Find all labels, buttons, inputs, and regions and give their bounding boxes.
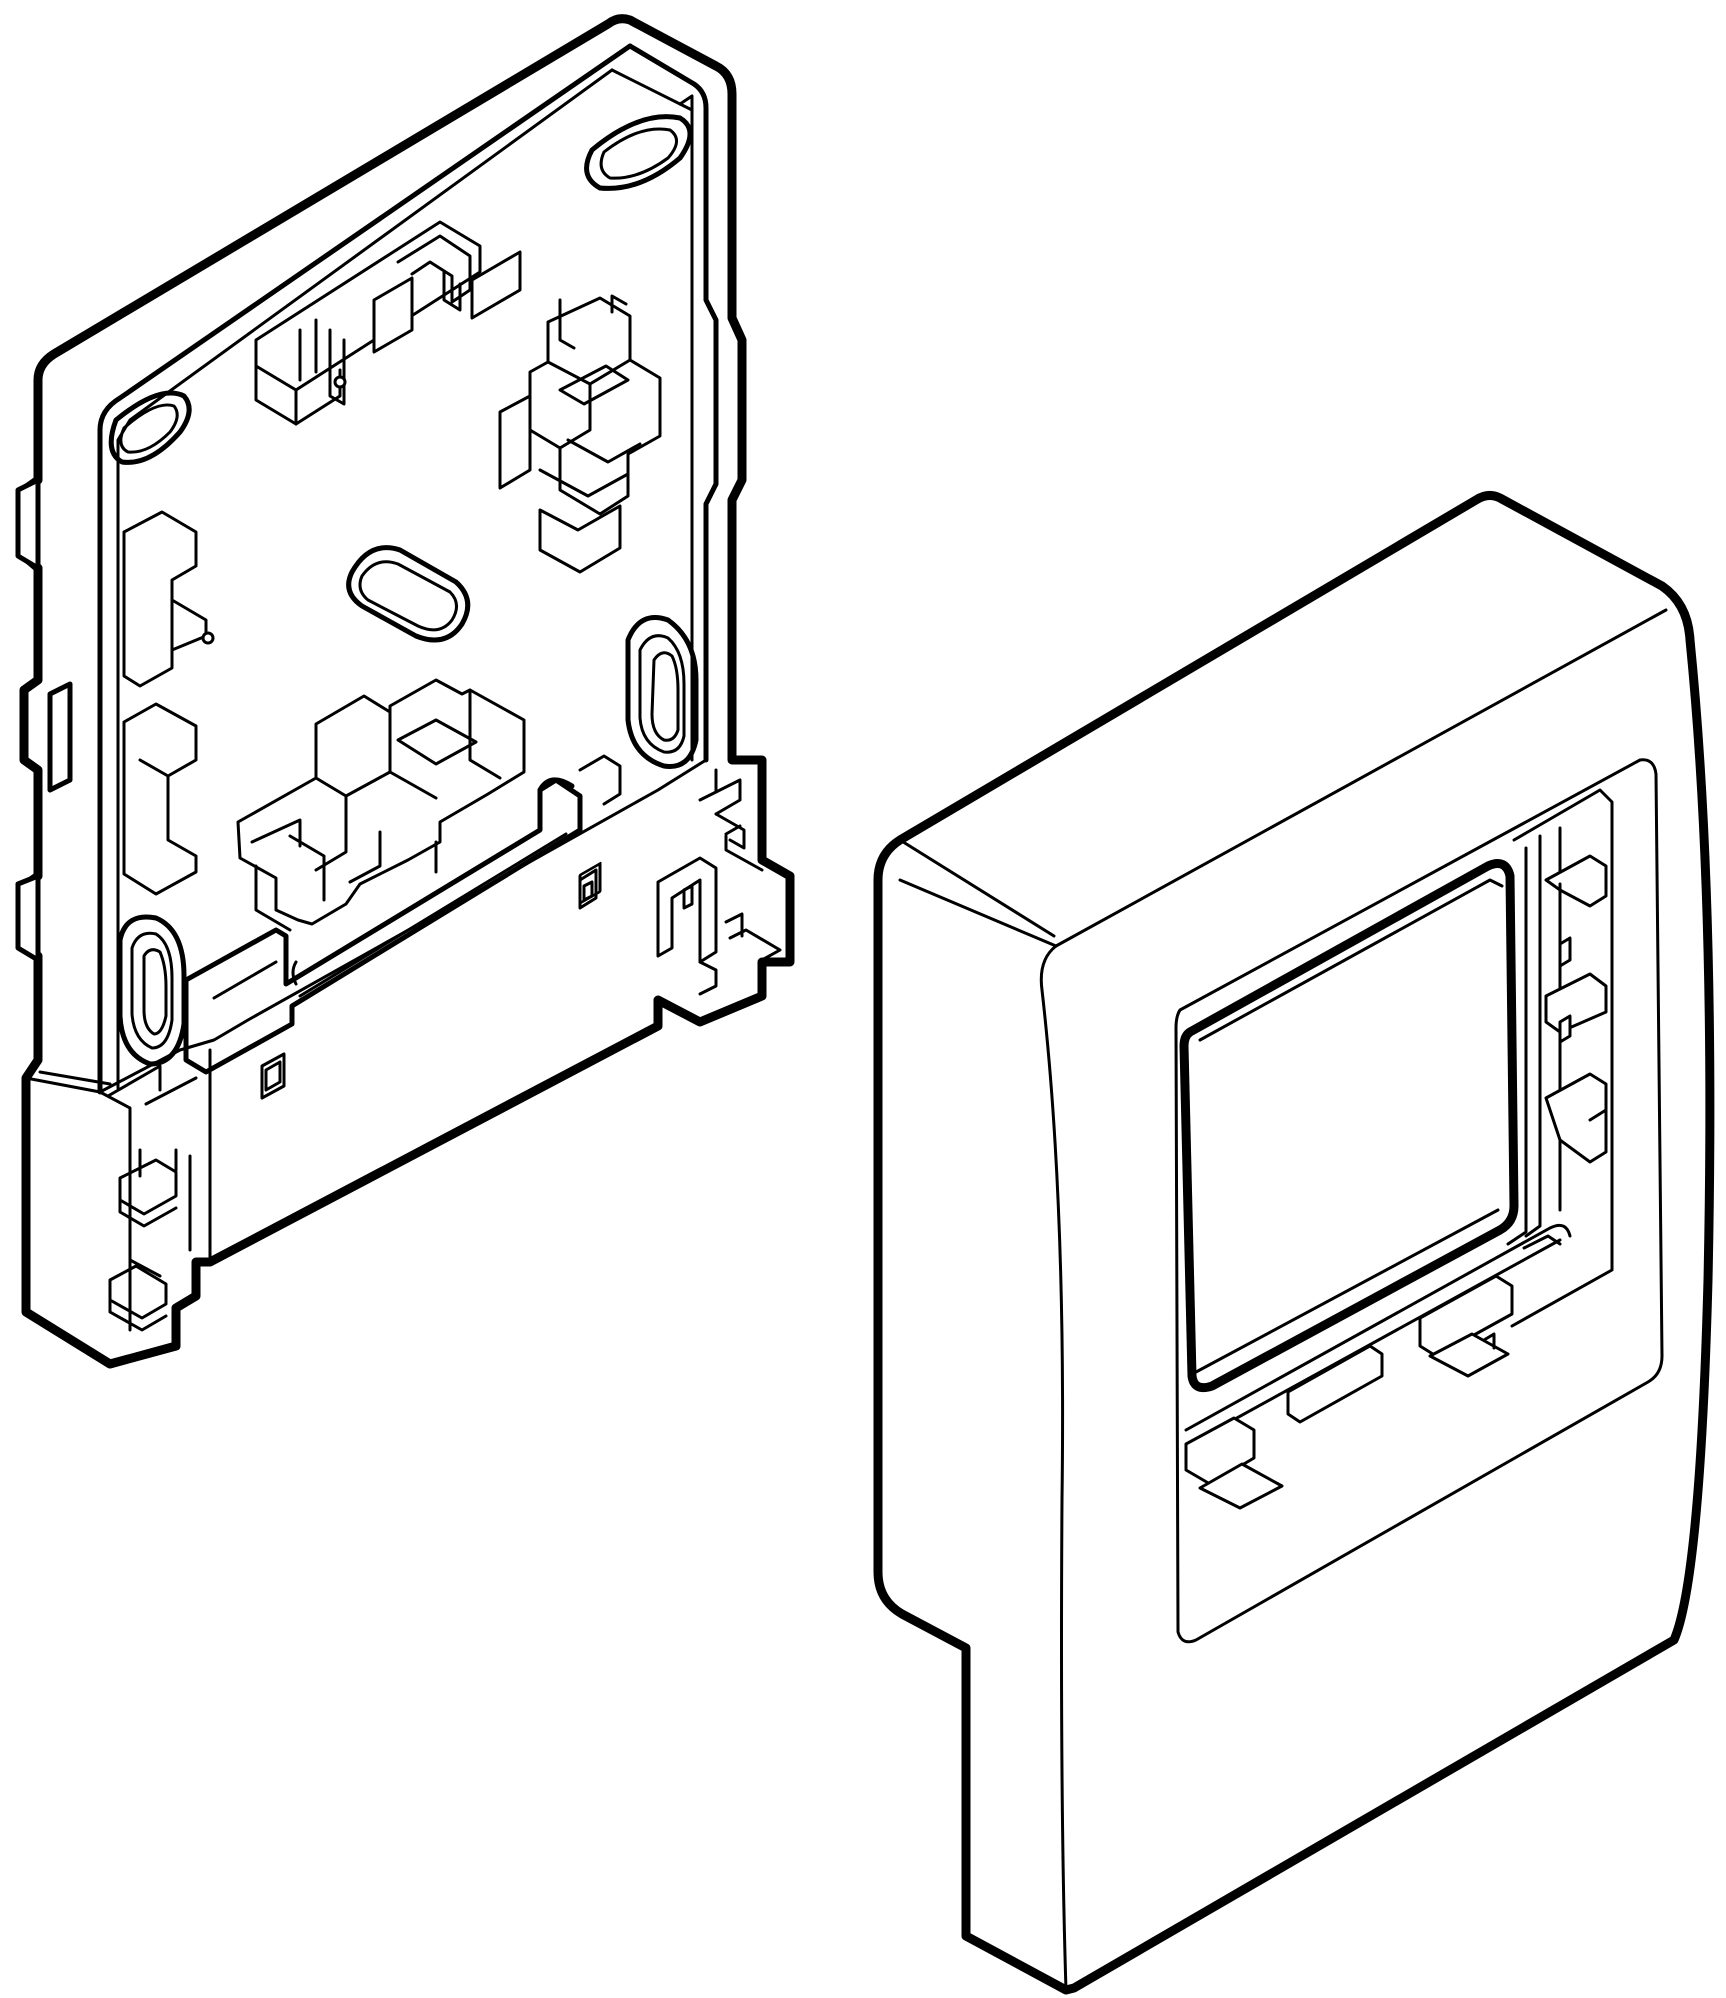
right-vertical-slot — [625, 615, 699, 769]
cover-frame-front-edge — [1039, 944, 1068, 1992]
cover-frame — [873, 490, 1715, 1995]
left-side-tabs — [15, 477, 73, 963]
lower-right-clip — [578, 754, 782, 996]
right-clamp-block — [498, 294, 662, 574]
base-plate — [15, 14, 795, 1369]
bottom-clamp-block — [236, 678, 526, 932]
base-plate-inner-rim — [627, 43, 719, 763]
cover-window — [1174, 758, 1664, 1644]
bottom-left-feet — [108, 1148, 192, 1332]
center-oval-hole — [346, 545, 471, 643]
top-screw-slot — [584, 94, 694, 191]
cover-window-inner-frame — [1179, 859, 1519, 1393]
top-clip-blocks — [254, 220, 522, 426]
left-side-clamp — [122, 510, 215, 896]
upper-left-screw-slot — [108, 390, 192, 465]
